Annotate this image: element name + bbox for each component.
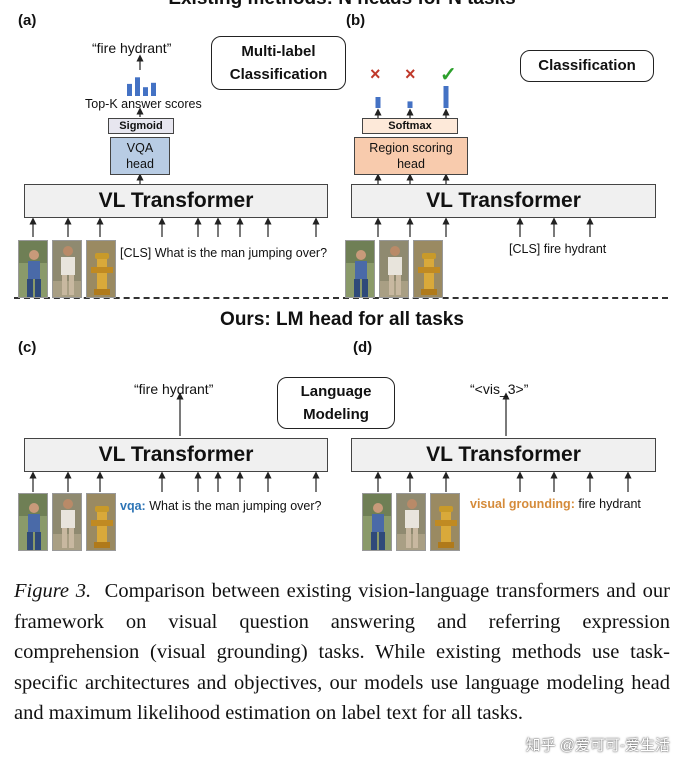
panel-b-input-text: [CLS] fire hydrant bbox=[509, 242, 607, 256]
vqa-head-line2: head bbox=[126, 157, 154, 171]
panel-a-vl-transformer: VL Transformer bbox=[24, 184, 328, 218]
multilabel-line1: Multi-label bbox=[241, 43, 316, 60]
panel-c-input-text: What is the man jumping over? bbox=[149, 499, 322, 513]
figure-arrows bbox=[29, 54, 632, 492]
panel-a-scores-label: Top-K answer scores bbox=[85, 97, 202, 111]
man-region-thumbnail bbox=[52, 240, 82, 298]
existing-methods-title: Existing methods: N heads for N tasks bbox=[0, 0, 684, 10]
panel-a-label: (a) bbox=[18, 12, 37, 29]
caption-label: Figure 3. bbox=[14, 580, 92, 602]
topk-score-bar bbox=[127, 83, 132, 96]
panel-a-input-text: [CLS] What is the man jumping over? bbox=[120, 246, 328, 260]
multilabel-classification-badge: Multi-label Classification bbox=[211, 36, 346, 90]
panel-d-label: (d) bbox=[353, 339, 373, 356]
hydrant-region-thumbnail bbox=[413, 240, 443, 298]
cross-mark-2: × bbox=[405, 64, 416, 84]
softmax-box: Softmax bbox=[362, 118, 458, 134]
language-modeling-badge: Language Modeling bbox=[277, 377, 395, 429]
hydrant-region-thumbnail bbox=[86, 493, 116, 551]
panel-b-vl-transformer: VL Transformer bbox=[351, 184, 656, 218]
panel-c-answer: “fire hydrant” bbox=[134, 381, 214, 397]
panel-d-answer: “<vis_3>” bbox=[470, 381, 529, 397]
panel-d-vl-transformer: VL Transformer bbox=[351, 438, 656, 472]
topk-score-bar bbox=[143, 87, 148, 96]
lm-line1: Language bbox=[300, 383, 372, 400]
region-score-bar bbox=[375, 97, 381, 108]
vqa-head-line1: VQA bbox=[126, 141, 154, 155]
classification-badge: Classification bbox=[520, 50, 654, 82]
region-head-line2: head bbox=[397, 157, 425, 171]
boy-region-thumbnail bbox=[345, 240, 375, 298]
figure-caption: Figure 3. Comparison between existing vi… bbox=[14, 576, 670, 729]
region-score-bar bbox=[407, 101, 413, 108]
boy-region-thumbnail bbox=[18, 240, 48, 298]
multilabel-line2: Classification bbox=[229, 66, 328, 83]
man-region-thumbnail bbox=[396, 493, 426, 551]
vqa-prefix: vqa: bbox=[120, 499, 146, 513]
sigmoid-box: Sigmoid bbox=[108, 118, 174, 134]
boy-region-thumbnail bbox=[18, 493, 48, 551]
check-mark: ✓ bbox=[440, 64, 457, 86]
panel-c-input: vqa: What is the man jumping over? bbox=[120, 499, 322, 513]
panel-b-label: (b) bbox=[346, 12, 366, 29]
cross-mark-1: × bbox=[370, 64, 381, 84]
region-score-bar bbox=[443, 86, 449, 108]
hydrant-region-thumbnail bbox=[430, 493, 460, 551]
hydrant-region-thumbnail bbox=[86, 240, 116, 298]
panel-c-label: (c) bbox=[18, 339, 37, 356]
panel-a-answer: “fire hydrant” bbox=[92, 40, 172, 56]
ours-title: Ours: LM head for all tasks bbox=[220, 309, 464, 330]
panel-d-input: visual grounding: fire hydrant bbox=[470, 497, 641, 511]
region-head-line1: Region scoring bbox=[369, 141, 453, 155]
topk-score-bar bbox=[151, 82, 156, 96]
man-region-thumbnail bbox=[52, 493, 82, 551]
caption-text: Comparison between existing vision-langu… bbox=[14, 580, 670, 724]
watermark: 知乎 @爱可可-爱生活 bbox=[525, 737, 670, 754]
boy-region-thumbnail bbox=[362, 493, 392, 551]
vqa-head-box: VQA head bbox=[110, 137, 170, 175]
topk-score-bar bbox=[135, 77, 140, 96]
region-scoring-head-box: Region scoring head bbox=[354, 137, 468, 175]
lm-line2: Modeling bbox=[303, 406, 369, 423]
panel-d-input-text: fire hydrant bbox=[578, 497, 641, 511]
man-region-thumbnail bbox=[379, 240, 409, 298]
section-divider bbox=[14, 297, 668, 299]
panel-c-vl-transformer: VL Transformer bbox=[24, 438, 328, 472]
grounding-prefix: visual grounding: bbox=[470, 497, 575, 511]
